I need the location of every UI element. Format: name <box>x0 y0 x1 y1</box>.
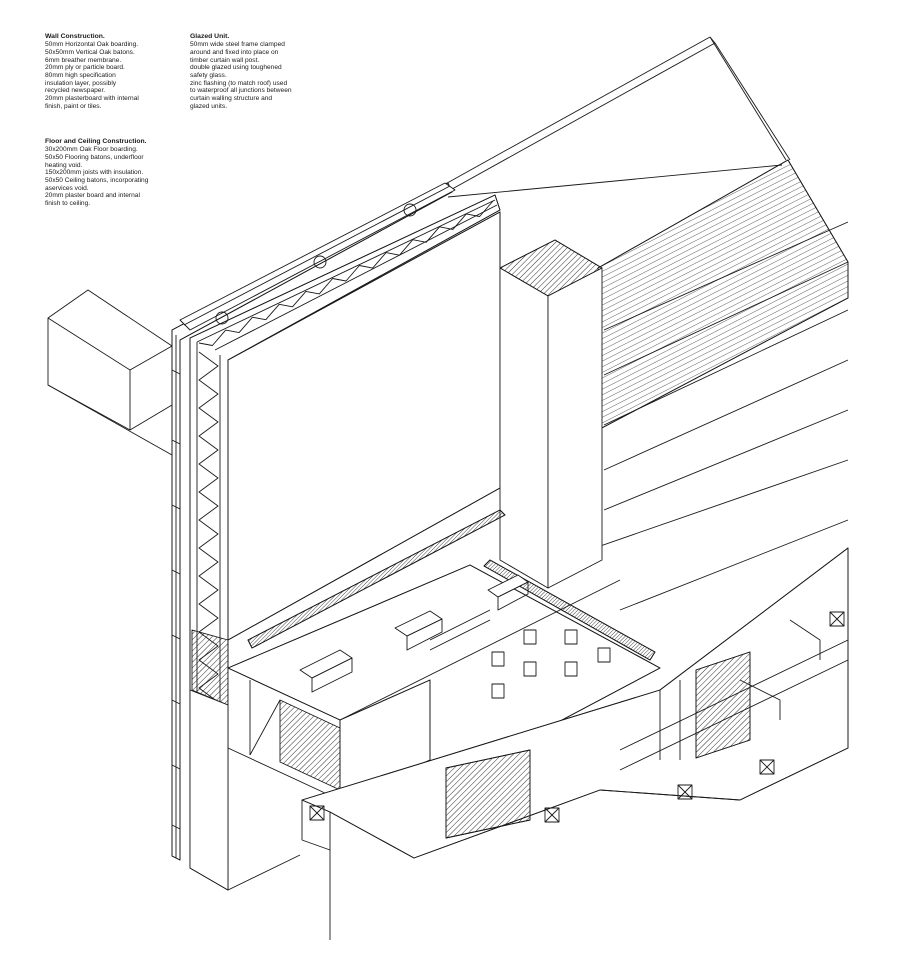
note-line: 50x50 Flooring batons, underfloor <box>45 153 144 161</box>
note-line: to waterproof all junctions between <box>190 87 292 95</box>
note-line: 20mm plasterboard with internal <box>45 95 139 103</box>
note-line: 50mm Horizontal Oak boarding. <box>45 41 139 49</box>
ceiling-baton <box>309 805 325 821</box>
curtain-wall-rails <box>559 221 849 611</box>
projecting-beam <box>47 289 173 456</box>
floor-ceiling-construction-title: Floor and Ceiling Construction. <box>45 138 147 145</box>
note-line: 150x200mm joists with insulation. <box>45 169 144 177</box>
note-line: insulation layer, possibly <box>45 79 117 87</box>
note-line: finish to ceiling. <box>45 200 91 208</box>
underfloor-heating-batons <box>491 629 611 699</box>
ceiling-baton <box>759 759 775 775</box>
note-line: 50x50 Ceiling batons, incorporating <box>45 177 149 185</box>
curtain-wall-post <box>499 239 603 589</box>
frame-bolt <box>313 255 327 269</box>
note-line: double glazed using toughened <box>190 64 282 72</box>
ceiling-baton <box>829 611 845 627</box>
note-line: safety glass. <box>190 72 227 80</box>
note-line: 50x50mm Vertical Oak batons. <box>45 48 135 56</box>
note-line: 20mm plaster board and internal <box>45 192 140 200</box>
note-line: timber curtain wall post. <box>190 56 260 64</box>
glazed-unit-note: Glazed Unit. 50mm wide steel frame clamp… <box>190 33 320 111</box>
note-line: 20mm ply or particle board. <box>45 64 125 72</box>
roof-glazing-rail <box>439 36 711 188</box>
note-line: aservices void. <box>45 184 89 192</box>
frame-bolt <box>215 311 229 325</box>
lower-wall <box>189 689 301 891</box>
note-line: 80mm high specification <box>45 72 116 80</box>
floor-ceiling-construction-note: Floor and Ceiling Construction. 30x200mm… <box>45 138 170 208</box>
frame-bolt <box>403 203 417 217</box>
note-line: glazed units. <box>190 102 228 110</box>
ceiling-baton <box>544 807 560 823</box>
note-line: finish, paint or tiles. <box>45 102 102 110</box>
cladding-batons <box>171 369 181 830</box>
wall-construction-note: Wall Construction. 50mm Horizontal Oak b… <box>45 33 170 111</box>
ceiling-baton <box>677 784 693 800</box>
note-line: curtain walling structure and <box>190 95 273 103</box>
note-line: recycled newspaper. <box>45 87 106 95</box>
glazed-unit-title: Glazed Unit. <box>190 33 230 40</box>
note-line: around and fixed into place on <box>190 48 279 56</box>
note-line: zinc flashing (to match roof) used <box>190 79 288 87</box>
insulation-zigzag-top <box>198 200 494 346</box>
note-line: 6mm breather membrane. <box>45 56 122 64</box>
ceiling-construction <box>301 547 849 940</box>
note-line: 50mm wide steel frame clamped <box>190 41 285 49</box>
note-line: heating void. <box>45 161 83 169</box>
wall-construction-title: Wall Construction. <box>45 33 105 40</box>
note-line: 30x200mm Oak Floor boarding. <box>45 146 138 154</box>
floor-boarding <box>247 509 656 661</box>
